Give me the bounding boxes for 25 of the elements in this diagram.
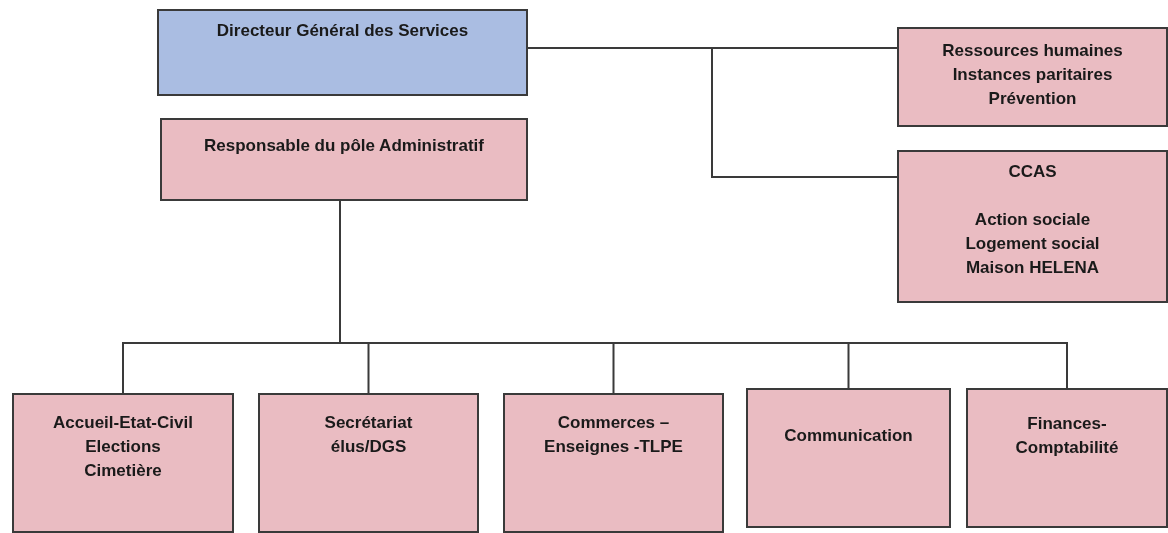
box-label: Responsable du pôle Administratif [204, 135, 484, 157]
department-box [746, 388, 951, 528]
director-box [157, 9, 528, 96]
box-label: Commerces – Enseignes -TLPE [543, 412, 684, 458]
department-box [966, 388, 1168, 528]
box-label: Secrétariat élus/DGS [323, 412, 414, 458]
department-box [12, 393, 234, 533]
box-label: Cimetière [84, 460, 162, 482]
box-heading: CCAS [1008, 161, 1057, 183]
department-box [160, 118, 528, 201]
department-box [897, 27, 1168, 127]
box-label: Instances paritaires [952, 64, 1113, 86]
department-box [897, 150, 1168, 303]
box-label: Elections [85, 436, 161, 458]
box-label: Action sociale [974, 209, 1091, 231]
box-label: Ressources humaines [942, 40, 1123, 62]
department-box [258, 393, 479, 533]
box-label: Communication [784, 425, 913, 447]
box-label: Maison HELENA [965, 257, 1100, 279]
box-label: Directeur Général des Services [216, 20, 469, 42]
box-label: Logement social [965, 233, 1100, 255]
department-box [503, 393, 724, 533]
box-label: Accueil-Etat-Civil [53, 412, 193, 434]
box-label: Prévention [988, 88, 1077, 110]
box-label: Finances- Comptabilité [1014, 413, 1120, 459]
